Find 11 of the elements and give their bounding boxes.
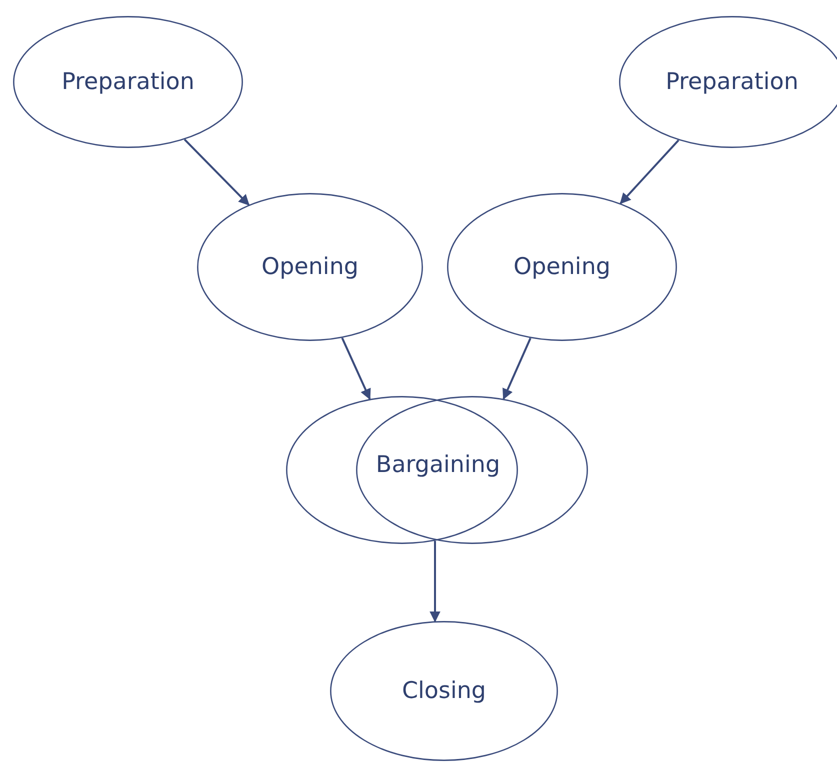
stage-label: Preparation: [62, 69, 194, 95]
stage-label: Closing: [402, 678, 486, 704]
stage-label: Opening: [514, 254, 610, 280]
stage-label: Bargaining: [376, 452, 500, 478]
stage-label: Preparation: [666, 69, 798, 95]
arrow: [184, 138, 250, 206]
arrow: [341, 338, 371, 400]
stage-label: Opening: [262, 254, 358, 280]
arrow: [430, 540, 440, 622]
arrow: [620, 139, 680, 204]
arrow: [502, 338, 532, 400]
